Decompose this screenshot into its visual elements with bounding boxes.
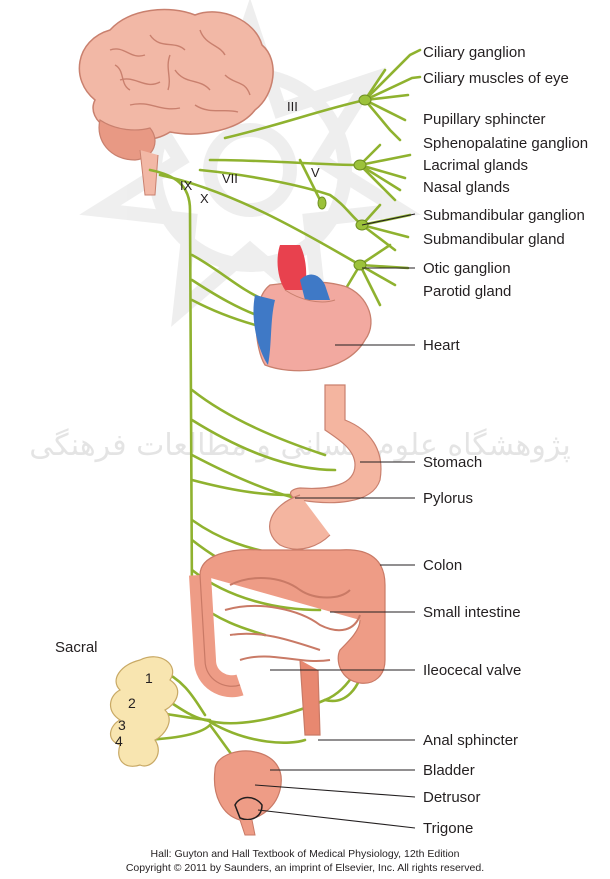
credit-line-1: Hall: Guyton and Hall Textbook of Medica… <box>0 848 610 860</box>
sacral-segment-1: 1 <box>145 670 153 686</box>
nerve-label-v: V <box>311 165 320 180</box>
sacral-segment-4: 4 <box>115 733 123 749</box>
credit-line-2: Copyright © 2011 by Saunders, an imprint… <box>0 862 610 874</box>
label-submandibular-ganglion: Submandibular ganglion <box>423 207 585 224</box>
stomach <box>270 385 381 549</box>
label-heart: Heart <box>423 337 461 354</box>
sacral-title: Sacral <box>55 639 98 656</box>
label-trigone: Trigone <box>423 820 473 837</box>
sacral-segment-3: 3 <box>118 717 126 733</box>
label-small-intestine: Small intestine <box>423 604 521 621</box>
intestines <box>200 550 385 735</box>
nerve-label-iii: III <box>287 99 298 114</box>
label-pylorus: Pylorus <box>423 490 473 507</box>
label-detrusor: Detrusor <box>423 789 481 806</box>
label-bladder: Bladder <box>423 762 475 779</box>
label-stomach: Stomach <box>423 454 482 471</box>
label-ciliary-ganglion: Ciliary ganglion <box>423 44 526 61</box>
label-submandibular-gland: Submandibular gland <box>423 231 565 248</box>
label-parotid: Parotid gland <box>423 283 511 300</box>
label-otic: Otic ganglion <box>423 260 511 277</box>
label-pupillary-sphincter: Pupillary sphincter <box>423 111 546 128</box>
label-ileocecal: Ileocecal valve <box>423 662 521 679</box>
label-anal: Anal sphincter <box>423 732 518 749</box>
nerve-label-vii: VII <box>222 171 238 186</box>
sacral-segment-2: 2 <box>128 695 136 711</box>
label-colon: Colon <box>423 557 462 574</box>
label-ciliary-muscles: Ciliary muscles of eye <box>423 70 569 87</box>
nerve-label-x: X <box>200 191 209 206</box>
label-sphenopalatine: Sphenopalatine ganglion <box>423 135 588 152</box>
ciliary-ganglion-node <box>359 95 371 105</box>
sphenopalatine-ganglion-node <box>354 160 366 170</box>
nerve-label-ix: IX <box>180 178 193 193</box>
bladder <box>214 751 281 835</box>
label-lacrimal: Lacrimal glands <box>423 157 528 174</box>
label-nasal: Nasal glands <box>423 179 510 196</box>
